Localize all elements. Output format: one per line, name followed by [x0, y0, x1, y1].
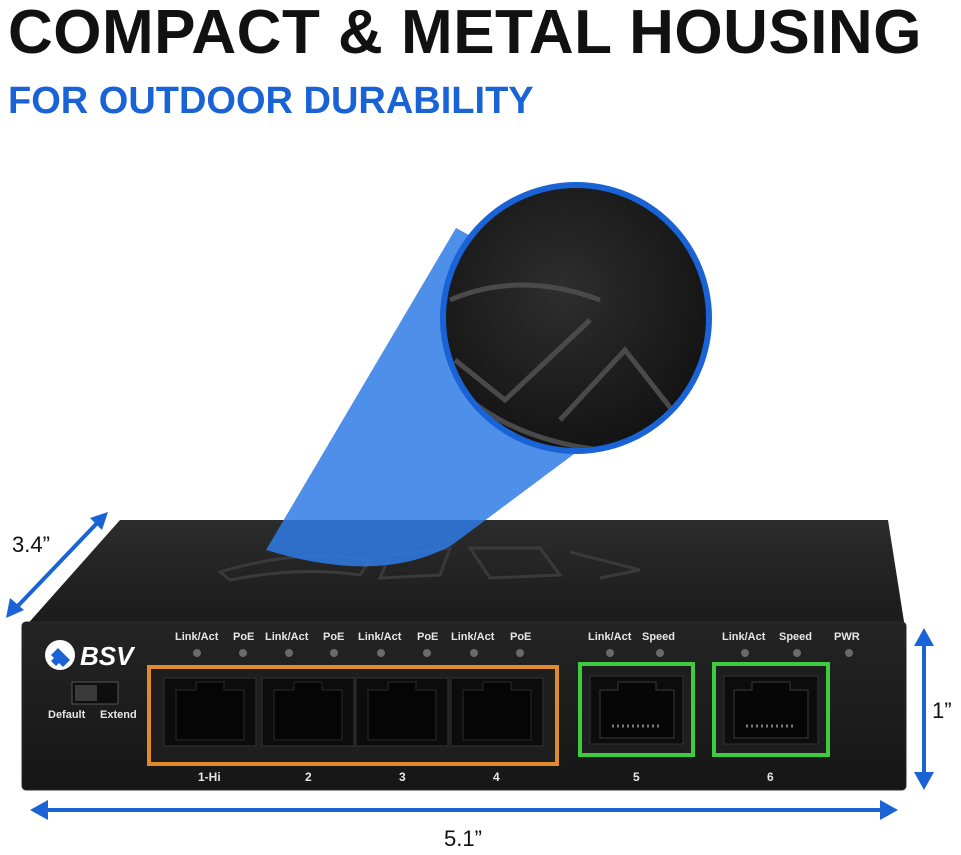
brand-logo: BSV: [45, 640, 136, 671]
port-label-5: 5: [633, 770, 640, 784]
led-label-p1-poe: PoE: [233, 631, 254, 643]
port-label-2: 2: [305, 770, 312, 784]
embossed-logo: [216, 546, 641, 582]
depth-label: 3.4”: [12, 532, 50, 557]
led-label-pwr: PWR: [834, 631, 860, 643]
switch-label-default: Default: [48, 709, 86, 721]
width-arrow: [30, 800, 898, 820]
status-leds: [193, 649, 853, 657]
depth-arrow: [6, 512, 108, 618]
led: [423, 649, 431, 657]
led-label-p6-speed: Speed: [779, 631, 812, 643]
brand-mark: BSV: [80, 641, 136, 671]
port-6[interactable]: [723, 675, 819, 745]
port-2[interactable]: [261, 677, 355, 747]
switch-label-extend: Extend: [100, 709, 137, 721]
led-label-p2-poe: PoE: [323, 631, 344, 643]
port-5[interactable]: [589, 675, 684, 745]
width-label: 5.1”: [444, 826, 482, 851]
led-label-p5-speed: Speed: [642, 631, 675, 643]
led-label-p4-poe: PoE: [510, 631, 531, 643]
led-label-p2-link: Link/Act: [265, 631, 309, 643]
height-arrow: [914, 628, 934, 790]
led-label-p4-link: Link/Act: [451, 631, 495, 643]
led: [656, 649, 664, 657]
led: [470, 649, 478, 657]
led: [285, 649, 293, 657]
led-label-p6-link: Link/Act: [722, 631, 766, 643]
port-label-1: 1-Hi: [198, 770, 221, 784]
led: [741, 649, 749, 657]
led-label-p3-poe: PoE: [417, 631, 438, 643]
led-label-p5-link: Link/Act: [588, 631, 632, 643]
port-1[interactable]: [163, 677, 257, 747]
led: [845, 649, 853, 657]
port-label-6: 6: [767, 770, 774, 784]
height-label: 1”: [932, 698, 952, 723]
housing-top: [24, 520, 905, 628]
port-4[interactable]: [450, 677, 544, 747]
port-3[interactable]: [355, 677, 449, 747]
subheadline: FOR OUTDOOR DURABILITY: [8, 80, 534, 122]
led-label-p3-link: Link/Act: [358, 631, 402, 643]
led: [606, 649, 614, 657]
led: [239, 649, 247, 657]
led-label-p1-link: Link/Act: [175, 631, 219, 643]
led: [516, 649, 524, 657]
port-label-4: 4: [493, 770, 500, 784]
led: [193, 649, 201, 657]
led: [377, 649, 385, 657]
headline: COMPACT & METAL HOUSING: [8, 0, 922, 67]
led: [793, 649, 801, 657]
led: [330, 649, 338, 657]
port-label-3: 3: [399, 770, 406, 784]
